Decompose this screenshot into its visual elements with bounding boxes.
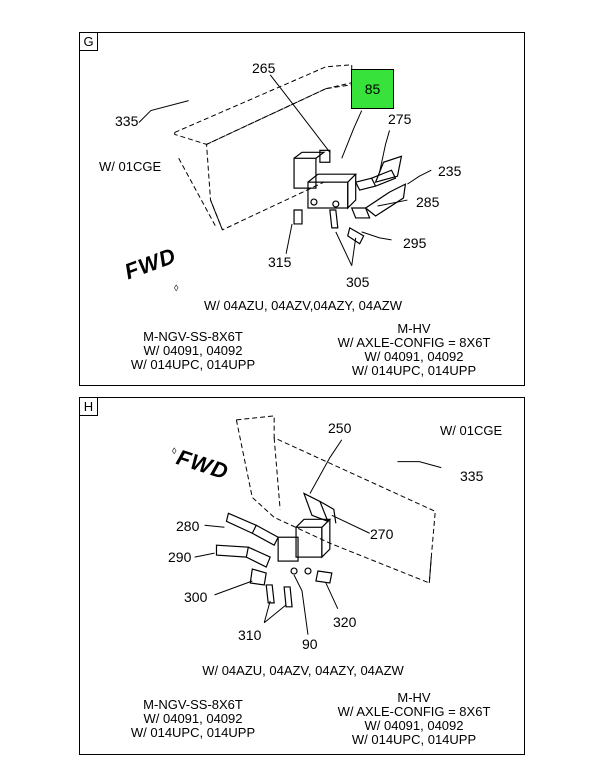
left-note-line: W/ 014UPC, 014UPP (130, 725, 256, 740)
left-note-line: M-NGV-SS-8X6T (143, 697, 243, 712)
callout-305: 305 (346, 274, 370, 290)
callout-270: 270 (370, 526, 394, 542)
callout-320: 320 (333, 614, 357, 630)
callout-280: 280 (176, 518, 200, 534)
panel-tag: H (80, 398, 98, 416)
leader-285 (377, 199, 408, 207)
leader-295 (361, 231, 392, 241)
leader-315 (285, 223, 293, 254)
callout-275: 275 (388, 111, 412, 127)
config-line: W/ 04AZU, 04AZV, 04AZY, 04AZW (202, 663, 404, 678)
right-note-line: W/ 014UPC, 014UPP (351, 732, 477, 747)
fwd-arrow-icon: ◊ (174, 283, 179, 293)
callout-310: 310 (238, 627, 262, 643)
leader-250 (309, 439, 343, 494)
leader-310b (263, 604, 287, 624)
left-note-line: W/ 04091, 04092 (143, 343, 243, 358)
right-note-line: W/ AXLE-CONFIG = 8X6T (337, 704, 491, 719)
highlight-callout-85: 85 (351, 69, 394, 109)
left-note: M-NGV-SS-8X6T W/ 04091, 04092 W/ 014UPC,… (118, 698, 268, 740)
right-note: M-HV W/ AXLE-CONFIG = 8X6T W/ 04091, 040… (326, 691, 502, 747)
leader-235 (407, 169, 432, 185)
leader-280 (204, 524, 225, 528)
left-note-line: M-NGV-SS-8X6T (143, 329, 243, 344)
callout-235: 235 (438, 163, 462, 179)
right-note-line: M-HV (397, 690, 431, 705)
callout-315: 315 (268, 254, 292, 270)
leader-305a (335, 231, 353, 266)
leader-270 (331, 514, 370, 534)
leader-300 (214, 580, 253, 596)
leader-90 (293, 574, 309, 635)
leader-275 (379, 130, 390, 173)
leader-265 (269, 74, 331, 153)
callout-265: 265 (252, 60, 276, 76)
callout-90: 90 (302, 636, 318, 652)
leader-310a (263, 600, 271, 623)
callout-285: 285 (416, 194, 440, 210)
callout-335: 335 (115, 113, 139, 129)
leader-335 (397, 461, 442, 469)
leader-320 (325, 582, 339, 610)
panel-tag: G (80, 33, 98, 51)
diagram-panel-g: G (79, 32, 525, 386)
valve-assembly (215, 492, 337, 608)
rail-option-note: W/ 01CGE (440, 423, 503, 438)
valve-assembly (293, 149, 407, 245)
right-note-line: W/ 04091, 04092 (364, 718, 464, 733)
leader-335 (138, 100, 189, 123)
callout-335: 335 (460, 468, 484, 484)
leader-85 (341, 110, 363, 159)
right-note-line: W/ 04091, 04092 (364, 349, 464, 364)
panel-h-artwork (194, 415, 442, 635)
callout-295: 295 (403, 235, 427, 251)
callout-300: 300 (184, 589, 208, 605)
right-note: M-HV W/ AXLE-CONFIG = 8X6T W/ 04091, 040… (326, 322, 502, 378)
rail-option-note: W/ 01CGE (99, 159, 162, 174)
leader-290 (194, 552, 215, 558)
left-note: M-NGV-SS-8X6T W/ 04091, 04092 W/ 014UPC,… (118, 330, 268, 372)
right-note-line: W/ AXLE-CONFIG = 8X6T (337, 335, 491, 350)
frame-rail (236, 415, 436, 558)
frame-rail (174, 64, 353, 231)
callout-250: 250 (328, 420, 352, 436)
right-note-line: W/ 014UPC, 014UPP (351, 363, 477, 378)
diagram-panel-h: H (79, 397, 525, 755)
panel-g-artwork (138, 64, 432, 266)
callout-290: 290 (168, 549, 192, 565)
right-note-line: M-HV (397, 321, 431, 336)
left-note-line: W/ 014UPC, 014UPP (130, 357, 256, 372)
left-note-line: W/ 04091, 04092 (143, 711, 243, 726)
config-line: W/ 04AZU, 04AZV,04AZY, 04AZW (204, 298, 402, 313)
leader-305b (351, 237, 357, 266)
fwd-arrow-icon: ◊ (172, 446, 177, 456)
